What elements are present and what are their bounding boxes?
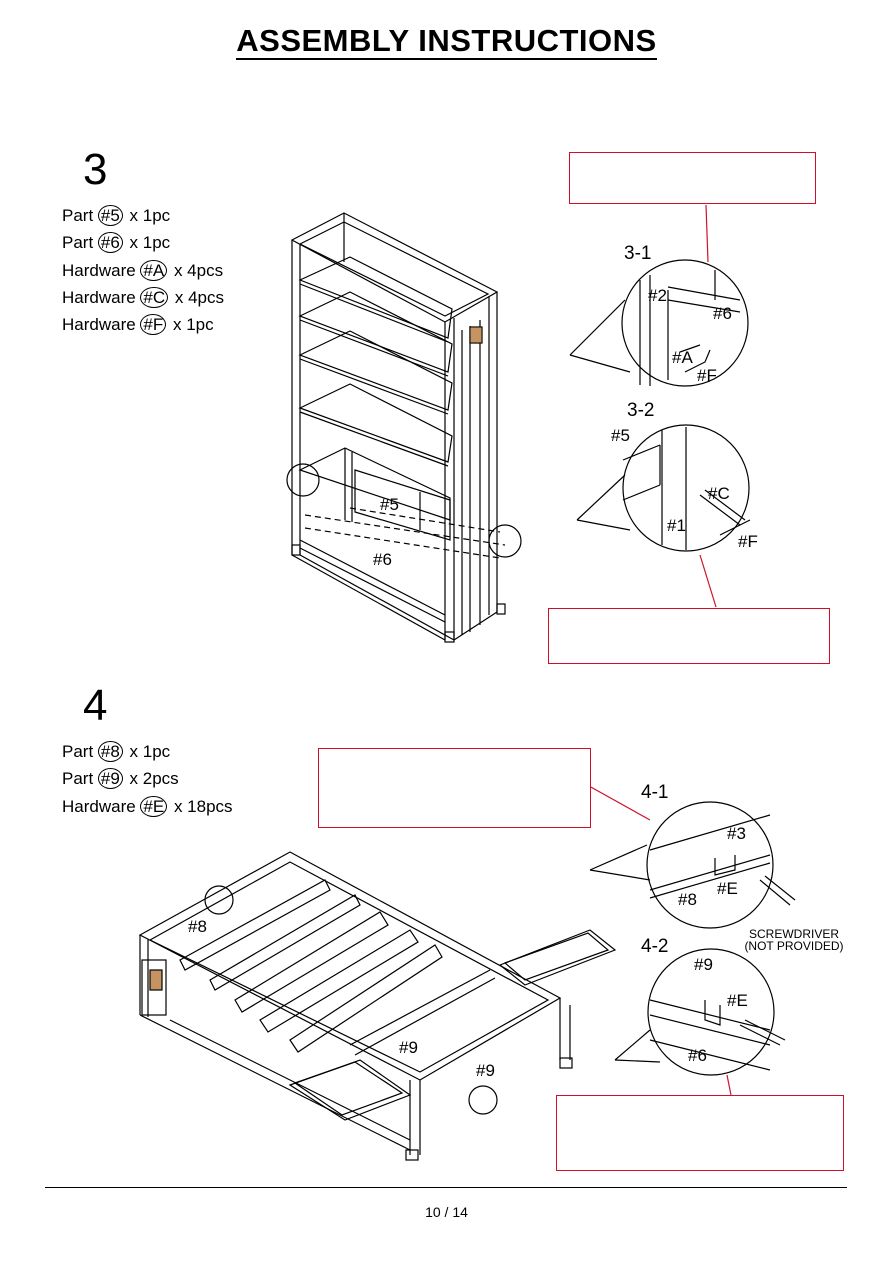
parts-row: Hardware #A x 4pcs: [62, 259, 224, 281]
detail-3-1-label: #F: [697, 366, 717, 385]
part-5-label: #5: [380, 495, 399, 514]
detail-3-1-illustration: [569, 204, 749, 387]
detail-4-2-label: #6: [688, 1046, 707, 1065]
detail-3-1-label: #2: [648, 286, 667, 305]
detail-4-2-label: #E: [727, 991, 748, 1010]
detail-3-2-title: 3-2: [627, 400, 655, 421]
part-6-label: #6: [373, 550, 392, 569]
parts-row: Part #8 x 1pc: [62, 741, 171, 762]
parts-row: Hardware #E x 18pcs: [62, 795, 233, 817]
part-9-label: #9: [476, 1061, 495, 1080]
detail-4-2-illustration: [614, 948, 786, 1096]
detail-4-1-label: #3: [727, 824, 746, 843]
part-9-label: #9: [399, 1038, 418, 1057]
detail-3-2-label: #C: [708, 484, 730, 503]
callout-box: [548, 608, 830, 664]
detail-3-1-title: 3-1: [624, 243, 652, 264]
detail-3-2-label: #1: [667, 516, 686, 535]
callout-box: [569, 152, 816, 204]
detail-3-2-label: #F: [738, 532, 758, 551]
step-4-number: 4: [83, 681, 108, 730]
parts-row: Hardware #F x 1pc: [62, 314, 214, 336]
part-8-label: #8: [188, 917, 207, 936]
detail-4-1-illustration: [588, 785, 796, 929]
detail-4-1-label: #E: [717, 879, 738, 898]
footer-divider: [45, 1187, 847, 1188]
detail-4-1-title: 4-1: [641, 782, 669, 803]
parts-row: Part #5 x 1pc: [62, 205, 171, 226]
step-4-parts-list: Part #8 x 1pc Part #9 x 2pcs Hardware #E…: [62, 738, 233, 820]
parts-row: Part #9 x 2pcs: [62, 768, 179, 790]
step-3-number: 3: [83, 145, 108, 194]
detail-4-2-title: 4-2: [641, 936, 669, 957]
detail-3-2-illustration: [576, 424, 751, 608]
detail-4-2-label: #9: [694, 955, 713, 974]
callout-box: [556, 1095, 844, 1171]
step-3-parts-list: Part #5 x 1pc Part #6 x 1pc Hardware #A …: [62, 202, 224, 338]
parts-row: Part #6 x 1pc: [62, 232, 171, 254]
tool-note: SCREWDRIVER (NOT PROVIDED): [744, 927, 844, 953]
page-number: 10 / 14: [425, 1204, 468, 1220]
bookcase-illustration: [286, 212, 522, 643]
detail-3-1-label: #A: [672, 348, 693, 367]
detail-3-1-label: #6: [713, 304, 732, 323]
parts-row: Hardware #C x 4pcs: [62, 286, 225, 308]
detail-4-1-label: #8: [678, 890, 697, 909]
bed-frame-illustration: [138, 851, 617, 1161]
callout-box: [318, 748, 591, 828]
detail-3-2-label: #5: [611, 426, 630, 445]
page-title: ASSEMBLY INSTRUCTIONS: [236, 23, 657, 60]
